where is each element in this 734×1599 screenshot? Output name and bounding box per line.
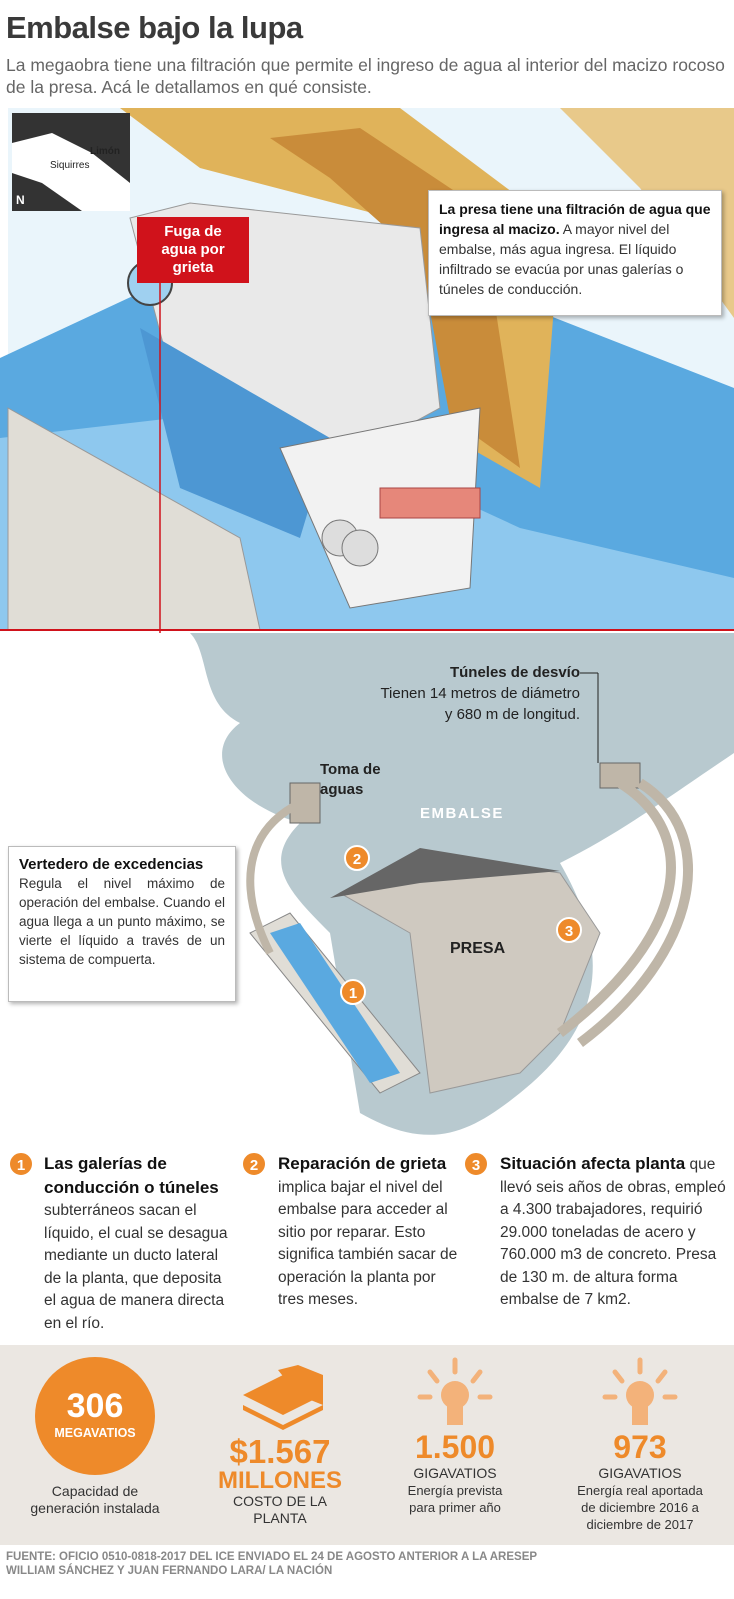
cost-unit: MILLONES: [218, 1467, 342, 1494]
point-1: Las galerías de conducción o túneles sub…: [44, 1154, 228, 1332]
cost-desc: COSTO DE LA PLANTA: [233, 1493, 327, 1526]
credits: WILLIAM SÁNCHEZ Y JUAN FERNANDO LARA/ LA…: [6, 1565, 333, 1577]
intake-label: Toma de aguas: [320, 761, 381, 798]
north-indicator: N: [16, 193, 25, 207]
reservoir-diagram: [190, 633, 734, 1135]
capacity-desc: Capacidad de generación instalada: [30, 1483, 160, 1516]
point-2: Reparación de grieta implica bajar el ni…: [278, 1154, 458, 1308]
lightbulb-icon: [602, 1357, 678, 1425]
point-1-number: 1: [8, 1151, 34, 1177]
page-title: Embalse bajo la lupa: [6, 10, 303, 45]
marker-3: 3: [556, 917, 582, 943]
stats-panel: 306 MEGAVATIOS Capacidad de generación i…: [0, 1345, 734, 1545]
money-stack-icon: [243, 1365, 323, 1430]
point-3-number: 3: [463, 1151, 489, 1177]
location-map: Limón Siquirres N: [12, 113, 130, 211]
marker-1: 1: [340, 979, 366, 1005]
filtration-callout: La presa tiene una filtración de agua qu…: [428, 190, 722, 316]
planned-energy-desc: Energía prevista para primer año: [407, 1483, 503, 1515]
real-energy-desc: Energía real aportada de diciembre 2016 …: [577, 1483, 703, 1532]
map-label-siquirres: Siquirres: [50, 160, 90, 171]
page-subtitle: La megaobra tiene una filtración que per…: [6, 55, 725, 97]
real-energy-unit: GIGAVATIOS: [598, 1465, 682, 1481]
footer: FUENTE: OFICIO 0510-0818-2017 DEL ICE EN…: [6, 1550, 537, 1578]
marker-2: 2: [344, 845, 370, 871]
costa-rica-map-shape: [12, 133, 130, 211]
cost-value: $1.567: [229, 1433, 331, 1470]
capacity-circle: 306 MEGAVATIOS: [35, 1357, 155, 1475]
leak-tag: Fuga de agua por grieta: [137, 217, 249, 283]
map-label-limon: Limón: [90, 146, 120, 157]
dam-label: PRESA: [450, 940, 506, 957]
planned-energy-unit: GIGAVATIOS: [413, 1465, 497, 1481]
point-2-number: 2: [241, 1151, 267, 1177]
point-3: Situación afecta planta que llevó seis a…: [500, 1154, 726, 1308]
real-energy-value: 973: [613, 1429, 667, 1465]
lightbulb-icon: [417, 1357, 493, 1425]
planned-energy-value: 1.500: [414, 1429, 496, 1465]
reservoir-label: EMBALSE: [420, 805, 504, 822]
source-note: FUENTE: OFICIO 0510-0818-2017 DEL ICE EN…: [6, 1551, 538, 1563]
